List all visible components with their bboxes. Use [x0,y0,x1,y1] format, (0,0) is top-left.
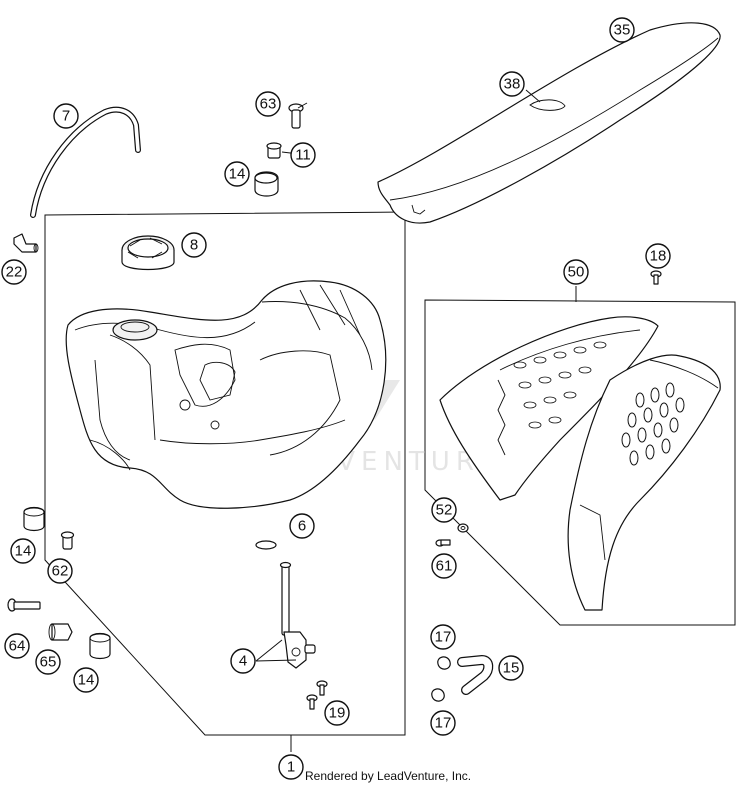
hose-clamp-top [437,656,451,670]
rubber-bushing-lower [89,632,111,660]
callout-17-bottom[interactable]: 17 [430,710,456,736]
callout-22[interactable]: 22 [1,259,27,285]
footer-attribution: Rendered by LeadVenture, Inc. [305,769,471,783]
svg-text:17: 17 [435,715,452,732]
svg-text:7: 7 [62,108,70,125]
svg-text:64: 64 [9,638,26,655]
callout-64[interactable]: 64 [4,633,30,659]
fuel-tank [65,280,387,509]
callout-17-top[interactable]: 17 [430,624,456,650]
callout-7[interactable]: 7 [53,103,79,129]
svg-text:38: 38 [504,76,521,93]
rubber-bushing-left [23,506,45,532]
svg-text:62: 62 [52,563,69,580]
svg-text:14: 14 [15,543,32,560]
callout-38[interactable]: 38 [499,71,525,97]
callout-6[interactable]: 6 [289,513,315,539]
svg-text:14: 14 [229,166,246,183]
breather-hose [457,654,494,695]
screw-61 [435,539,451,547]
sleeve-65 [48,623,73,641]
svg-text:22: 22 [6,264,23,281]
fuel-tap [279,561,316,669]
elbow-fitting [13,233,39,253]
callout-8[interactable]: 8 [181,232,207,258]
svg-text:1: 1 [287,759,295,776]
svg-text:8: 8 [190,237,198,254]
svg-text:61: 61 [436,558,453,575]
svg-text:4: 4 [239,653,247,670]
screw-19b [306,694,318,710]
callout-62[interactable]: 62 [47,558,73,584]
callout-14-top[interactable]: 14 [224,161,250,187]
hose-clamp-bottom [431,688,445,702]
svg-text:52: 52 [436,502,453,519]
callout-65[interactable]: 65 [35,649,61,675]
callout-14-lower[interactable]: 14 [73,667,99,693]
bushing-11 [266,142,282,159]
svg-text:14: 14 [78,672,95,689]
svg-text:65: 65 [40,654,57,671]
svg-text:11: 11 [295,147,311,164]
callout-4[interactable]: 4 [230,648,256,674]
svg-text:19: 19 [329,705,346,722]
callout-18[interactable]: 18 [645,243,671,269]
washer-52 [457,523,469,533]
svg-text:6: 6 [298,518,306,535]
callout-11[interactable]: 11 [290,142,316,168]
svg-text:35: 35 [614,22,631,39]
callout-61[interactable]: 61 [431,553,457,579]
long-bolt-64 [7,598,41,612]
svg-text:18: 18 [650,248,667,265]
fuel-tank-group-frame [44,211,406,736]
callout-50[interactable]: 50 [563,259,589,285]
svg-text:50: 50 [568,264,585,281]
rubber-grommet-top [254,171,279,197]
svg-text:17: 17 [435,629,452,646]
screw-19a [316,680,328,696]
svg-text:15: 15 [503,660,520,677]
fuel-line-hose [30,106,141,218]
fuel-cap [121,235,175,271]
callout-52[interactable]: 52 [431,497,457,523]
callout-15[interactable]: 15 [498,655,524,681]
shroud-group-frame [424,299,736,626]
right-shroud [567,354,721,611]
screw-18 [650,270,662,285]
bolt-63 [288,103,304,129]
callout-14-left[interactable]: 14 [10,538,36,564]
svg-text:63: 63 [260,96,277,113]
callout-1[interactable]: 1 [278,754,304,780]
callout-19[interactable]: 19 [324,700,350,726]
callout-63[interactable]: 63 [255,91,281,117]
callout-35[interactable]: 35 [609,17,635,43]
collar-screw-62 [60,531,75,550]
seat [377,22,721,224]
o-ring [255,540,277,550]
